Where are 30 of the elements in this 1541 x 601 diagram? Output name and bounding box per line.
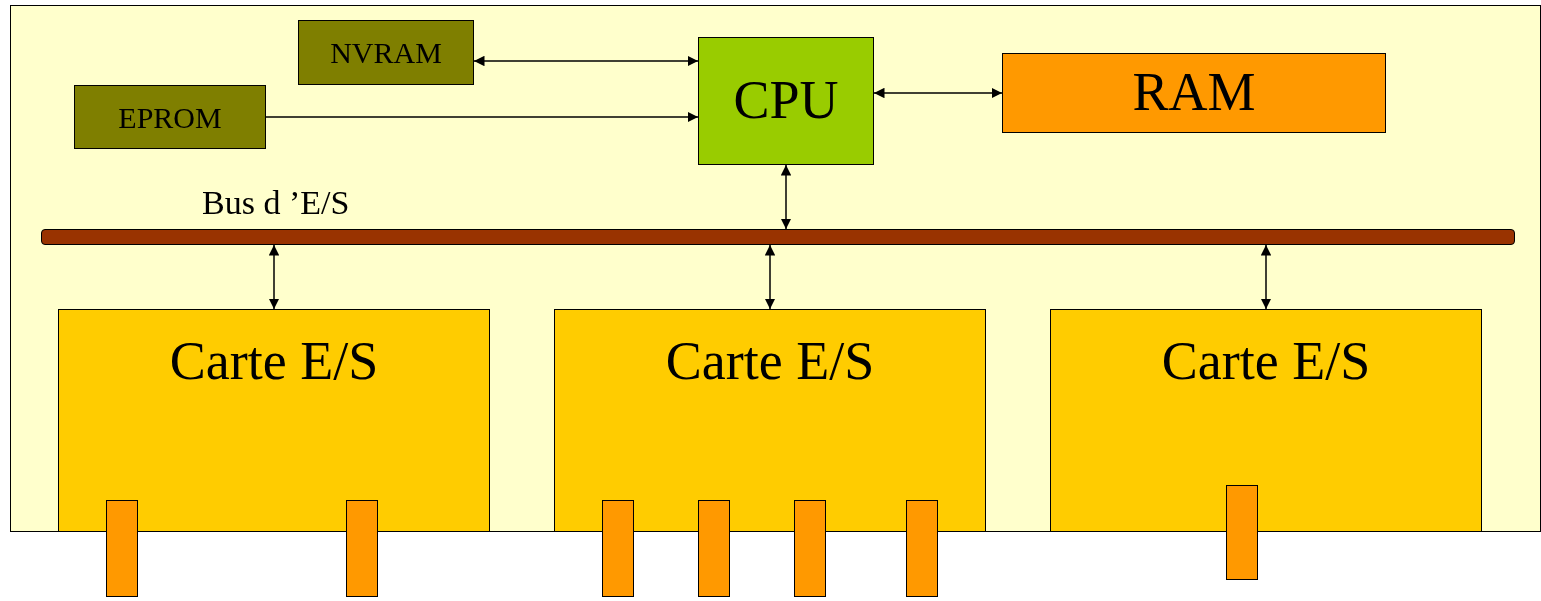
port-connector [346, 500, 378, 597]
node-label: Carte E/S [1161, 332, 1371, 392]
arrow [1260, 244, 1272, 310]
arrow [473, 55, 699, 67]
ram-box [1002, 53, 1386, 133]
port-connector [794, 500, 826, 597]
card-box [554, 309, 986, 532]
cpu-box [698, 37, 874, 165]
card-box [58, 309, 490, 532]
card-box [1050, 309, 1482, 532]
node-label: Carte E/S [665, 332, 875, 392]
memory-box [74, 85, 266, 149]
port-connector [1226, 485, 1258, 580]
arrow [780, 164, 792, 230]
node-label: CPU [733, 71, 839, 131]
port-connector [906, 500, 938, 597]
arrow [268, 244, 280, 310]
port-connector [698, 500, 730, 597]
node-label: Carte E/S [169, 332, 379, 392]
port-connector [106, 500, 138, 597]
memory-box [298, 20, 474, 85]
port-connector [602, 500, 634, 597]
bus-label: Bus d ’E/S [202, 184, 350, 222]
system-panel [10, 5, 1541, 532]
arrow [873, 87, 1003, 99]
node-label: RAM [1132, 63, 1256, 123]
arrow [265, 111, 699, 123]
arrow [764, 244, 776, 310]
node-label: EPROM [118, 100, 222, 134]
node-label: NVRAM [330, 36, 442, 69]
